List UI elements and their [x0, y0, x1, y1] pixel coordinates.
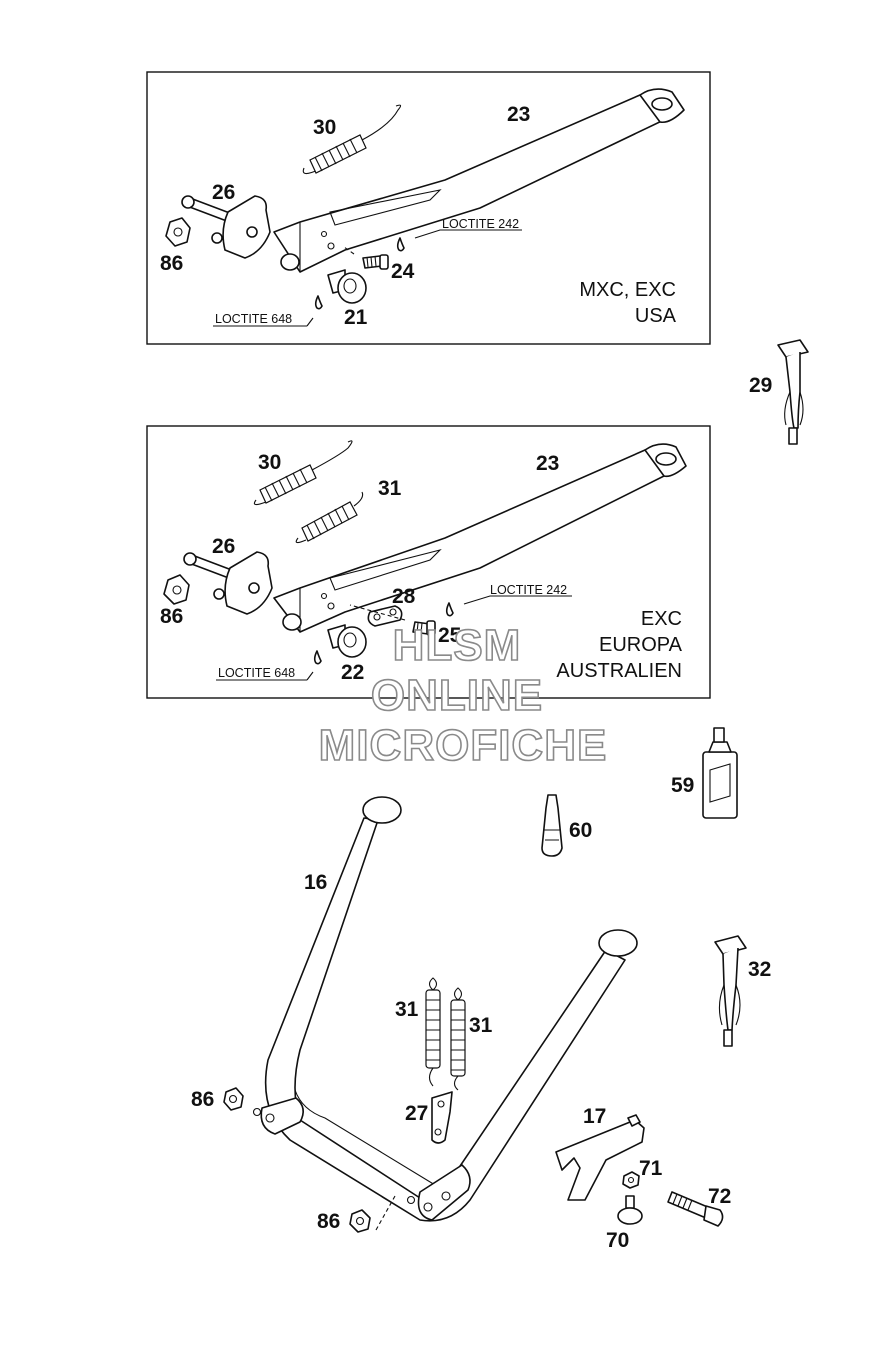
label-31-mid: 31 [378, 477, 402, 500]
nut-86-bottom [349, 1195, 396, 1233]
spring-30 [302, 104, 402, 175]
nut-71 [622, 1171, 640, 1189]
label-32: 32 [748, 958, 771, 981]
region-mxc-exc: MXC, EXC [579, 279, 676, 301]
label-26-mid: 26 [212, 535, 235, 558]
nut-86-mid [163, 574, 190, 605]
watermark: HLSM ONLINE MICROFICHE [318, 620, 608, 771]
spring-pair-31 [425, 977, 466, 1091]
screw-25 [349, 604, 436, 636]
watermark-line-3: MICROFICHE [319, 721, 608, 770]
box-exc-europa [146, 425, 711, 699]
label-21: 21 [344, 306, 368, 329]
watermark-line-2: ONLINE [371, 671, 543, 720]
watermark-line-1: HLSM [393, 621, 522, 670]
region-europa: EUROPA [599, 634, 683, 656]
label-86-bottom: 86 [317, 1210, 340, 1233]
center-stand-16 [252, 796, 638, 1222]
stop-70 [617, 1195, 643, 1225]
label-22: 22 [341, 661, 364, 684]
side-stand-leg [273, 88, 685, 273]
label-30-top: 30 [313, 116, 336, 139]
label-28: 28 [392, 585, 416, 608]
stop-21 [327, 269, 367, 304]
bottle-59 [702, 727, 738, 819]
loctite-648-top: LOCTITE 648 [215, 312, 292, 326]
loctite-648-mid: LOCTITE 648 [218, 666, 295, 680]
label-25: 25 [438, 624, 462, 647]
plate-28 [367, 605, 403, 627]
pivot-bolt-26-b [183, 551, 273, 615]
loctite-242-mid: LOCTITE 242 [490, 583, 567, 597]
label-86-mid: 86 [160, 605, 183, 628]
label-27: 27 [405, 1102, 428, 1125]
loctite-242-top: LOCTITE 242 [442, 217, 519, 231]
stop-22 [327, 624, 367, 658]
label-70: 70 [606, 1229, 629, 1252]
label-31-right: 31 [469, 1014, 493, 1037]
region-exc: EXC [641, 608, 682, 630]
spring-31-b [295, 491, 364, 544]
pivot-bolt-26 [181, 195, 271, 259]
spring-30-b [253, 440, 353, 506]
label-86-top: 86 [160, 252, 183, 275]
label-23-top: 23 [507, 103, 530, 126]
fork-bracket-17 [555, 1114, 645, 1201]
label-72: 72 [708, 1185, 731, 1208]
region-usa: USA [635, 305, 677, 327]
bracket-27 [431, 1091, 453, 1144]
label-29: 29 [749, 374, 772, 397]
bolt-72 [667, 1191, 724, 1227]
label-24: 24 [391, 260, 415, 283]
label-23-mid: 23 [536, 452, 559, 475]
nut-86-lower-left [223, 1087, 244, 1111]
tube-60 [541, 794, 563, 857]
label-59: 59 [671, 774, 694, 797]
box-mxc-usa [146, 71, 711, 345]
label-31-left: 31 [395, 998, 419, 1021]
tool-29 [777, 339, 809, 445]
screw-24 [343, 246, 389, 270]
label-71: 71 [639, 1157, 663, 1180]
tool-32 [714, 935, 747, 1047]
label-26-top: 26 [212, 181, 235, 204]
label-86-lower-left: 86 [191, 1088, 214, 1111]
label-30-mid: 30 [258, 451, 281, 474]
label-16: 16 [304, 871, 327, 894]
region-australien: AUSTRALIEN [556, 660, 682, 682]
label-60: 60 [569, 819, 592, 842]
nut-86-top [165, 217, 191, 247]
label-17: 17 [583, 1105, 606, 1128]
side-stand-leg-2 [273, 443, 687, 633]
